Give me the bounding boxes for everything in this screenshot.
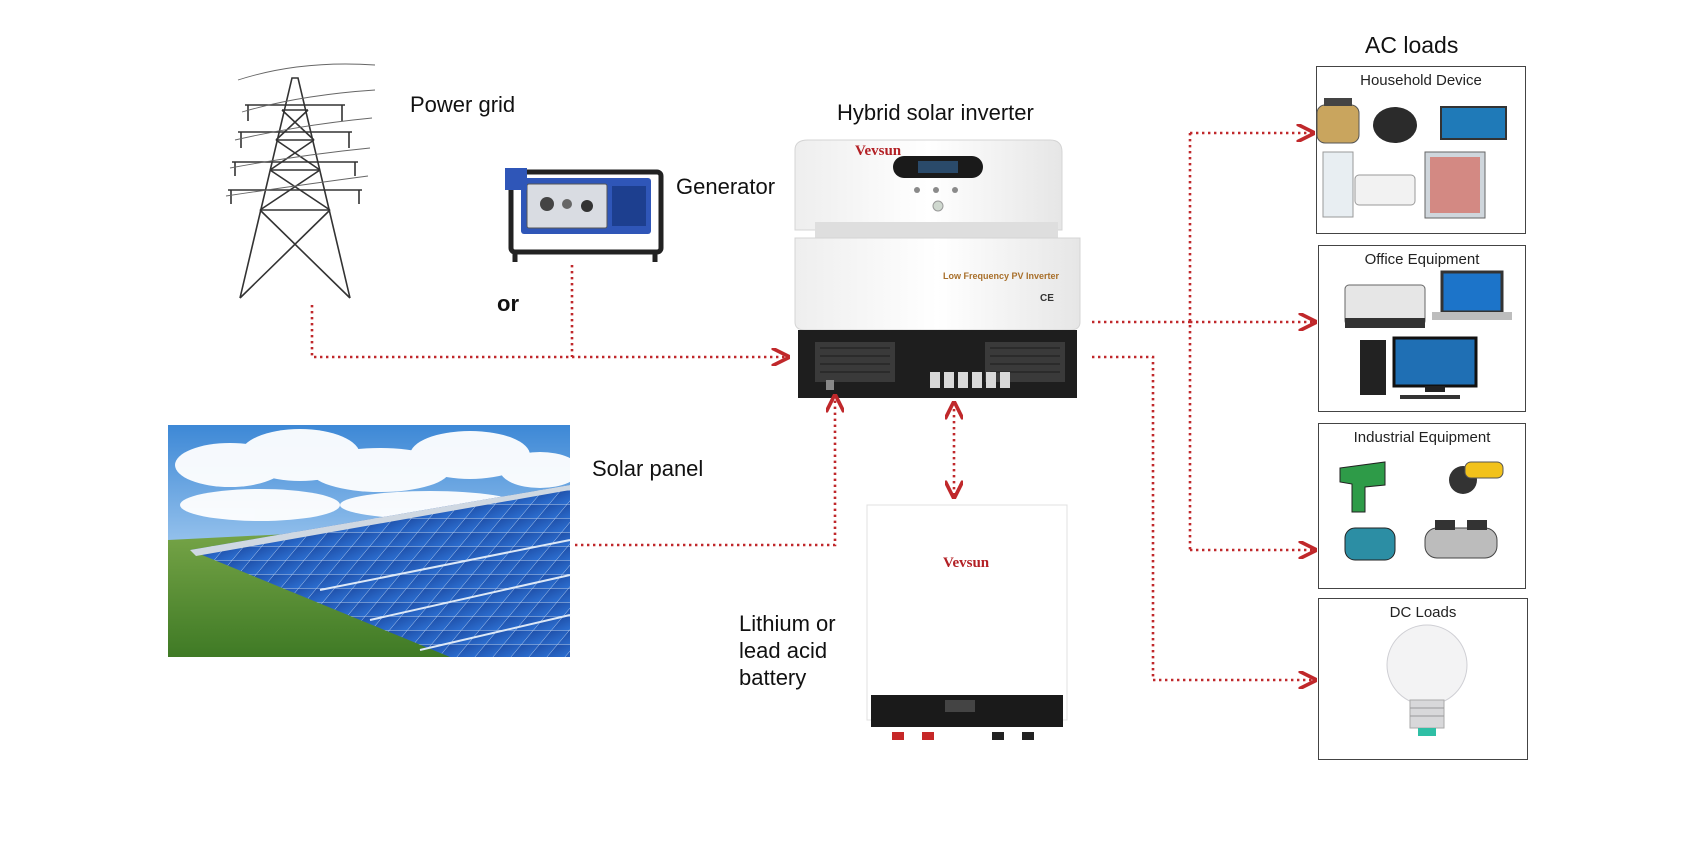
to-dc-arrow [1092, 355, 1315, 680]
battery-brand-logo: Vevsun [943, 555, 990, 571]
ac-bus-connector [1092, 133, 1192, 550]
household-device-box: Household Device [1316, 66, 1526, 234]
solar-panel-image [168, 425, 580, 657]
hybrid-inverter-image [794, 139, 1081, 398]
ac-loads-title: AC loads [1365, 32, 1459, 58]
generator-label: Generator [676, 174, 776, 199]
household-device-title: Household Device [1360, 72, 1482, 89]
grid-connector [310, 305, 572, 359]
inverter-title: Hybrid solar inverter [837, 100, 1034, 125]
industrial-equipment-box: Industrial Equipment [1318, 423, 1526, 589]
battery-label-line-2: lead acid [739, 638, 828, 663]
inverter-model-text: Low Frequency PV Inverter [943, 271, 1060, 281]
office-equipment-box: Office Equipment [1318, 245, 1526, 412]
industrial-equipment-title: Industrial Equipment [1353, 429, 1491, 446]
battery-label: Lithium or lead acid battery [739, 610, 899, 691]
or-label: or [497, 291, 519, 316]
office-equipment-title: Office Equipment [1364, 251, 1480, 268]
power-grid-label: Power grid [410, 92, 516, 117]
inverter-brand-logo: Vevsun [855, 143, 902, 159]
dc-loads-title: DC Loads [1389, 604, 1457, 621]
power-tower-icon [225, 63, 376, 299]
battery-label-line-3: battery [739, 665, 807, 690]
battery-label-line-1: Lithium or [739, 611, 836, 636]
generator-icon [505, 168, 664, 262]
ce-mark: CE [1040, 293, 1054, 304]
flow-connectors [310, 133, 1315, 680]
solar-panel-label: Solar panel [592, 456, 704, 481]
dc-loads-box: DC Loads [1318, 598, 1528, 760]
